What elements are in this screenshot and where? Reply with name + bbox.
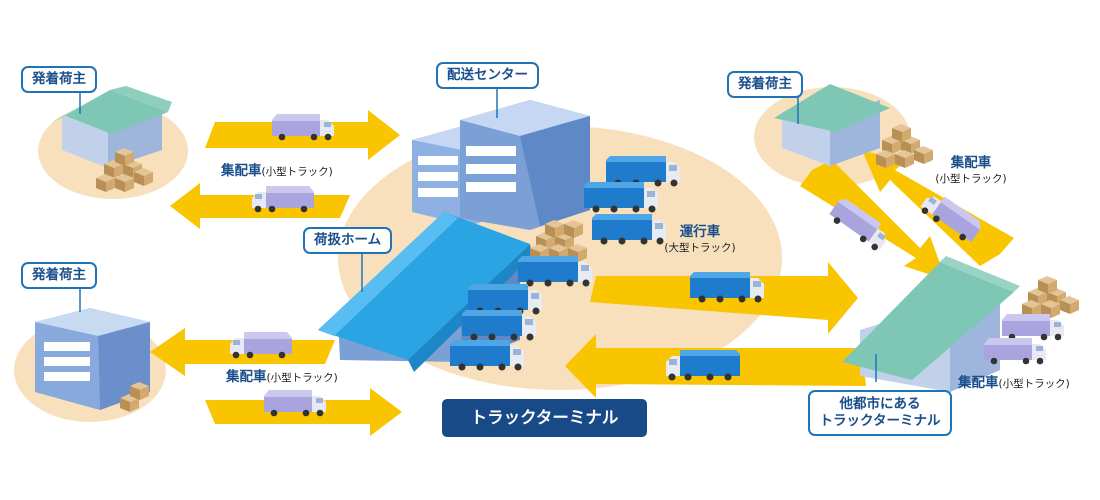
collection-vehicle-right-bottom-main: 集配車 (958, 375, 999, 391)
delivery-center-building (412, 100, 590, 230)
delivery-center-label: 配送センター (436, 62, 539, 89)
line-haul-vehicle-label: 運行車 (大型トラック) (660, 224, 740, 256)
truck-terminal-title: トラックターミナル (442, 399, 647, 437)
collection-vehicle-bottom-main: 集配車 (226, 369, 267, 385)
shipper-house-top-right (774, 84, 933, 168)
other-city-terminal-label: 他都市にある トラックターミナル (808, 390, 952, 436)
small-truck-8 (984, 338, 1046, 365)
shipper-building-bottom-left (35, 308, 150, 412)
small-truck-7 (1002, 314, 1064, 341)
other-city-terminal-line-1: 他都市にある (839, 396, 921, 412)
collection-vehicle-right-top-sub: (小型トラック) (935, 173, 1007, 185)
collection-vehicle-right-top-main: 集配車 (950, 155, 992, 171)
collection-vehicle-label-bottom: 集配車(小型トラック) (226, 369, 338, 386)
other-city-terminal-line-2: トラックターミナル (819, 413, 941, 429)
other-city-terminal-building (842, 256, 1079, 392)
collection-vehicle-top-main: 集配車 (221, 163, 262, 179)
collection-vehicle-label-right-bottom: 集配車(小型トラック) (958, 375, 1070, 392)
collection-vehicle-right-bottom-sub: (小型トラック) (998, 378, 1070, 390)
collection-vehicle-label-top: 集配車(小型トラック) (221, 163, 333, 180)
handling-home-label: 荷扱ホーム (303, 227, 393, 254)
shipper-label-top-left: 発着荷主 (21, 66, 97, 93)
line-haul-vehicle-sub: (大型トラック) (664, 242, 736, 254)
line-haul-vehicle-main: 運行車 (679, 224, 721, 240)
collection-vehicle-label-right-top: 集配車 (小型トラック) (928, 155, 1014, 187)
callout-lines (79, 88, 877, 382)
collection-vehicle-bottom-sub: (小型トラック) (266, 372, 338, 384)
collection-vehicle-top-sub: (小型トラック) (261, 166, 333, 178)
shipper-label-bottom-left: 発着荷主 (21, 262, 97, 289)
shipper-house-top-left (52, 86, 172, 192)
shipper-label-top-right: 発着荷主 (727, 71, 803, 98)
